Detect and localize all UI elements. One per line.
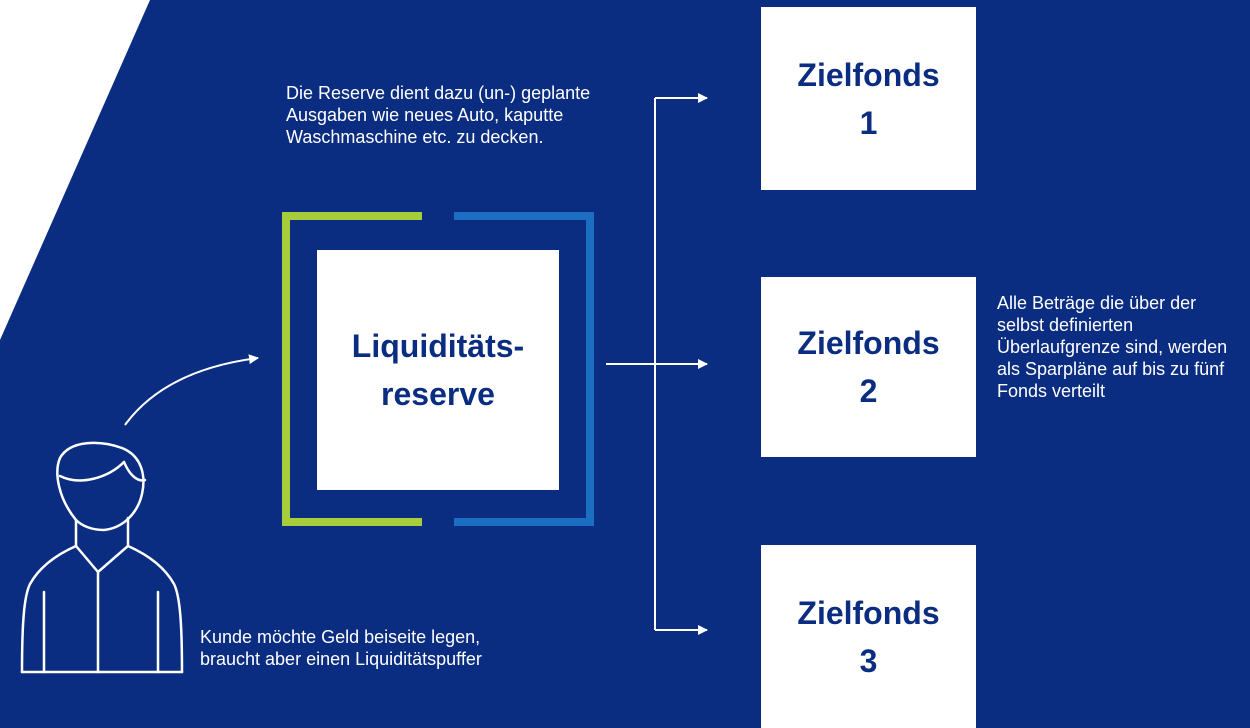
target-fund-3-number: 3 <box>859 642 878 679</box>
target-fund-2-box: Zielfonds 2 <box>761 277 976 457</box>
blue-bracket <box>454 212 594 526</box>
target-fund-3-label: Zielfonds <box>797 594 940 631</box>
target-fund-2-label: Zielfonds <box>797 325 940 361</box>
target-fund-3-box: Zielfonds 3 <box>761 545 976 728</box>
reserve-label-line2: reserve <box>381 376 495 412</box>
target-fund-1-box: Zielfonds 1 <box>761 7 976 190</box>
target-fund-1-number: 1 <box>859 104 878 141</box>
overflow-note: Alle Beträge die über der selbst definie… <box>997 293 1228 401</box>
person-outline-icon <box>20 441 184 674</box>
reserve-label-line1: Liquiditäts- <box>351 328 525 364</box>
green-bracket <box>282 212 422 526</box>
target-fund-1-label: Zielfonds <box>797 56 940 93</box>
customer-arrow <box>124 354 259 426</box>
customer-description: Kunde möchte Geld beiseite legen, brauch… <box>200 627 482 669</box>
reserve-description: Die Reserve dient dazu (un-) geplante Au… <box>286 83 591 147</box>
liquidity-reserve-box: Liquiditäts- reserve <box>317 250 559 490</box>
target-fund-2-number: 2 <box>859 373 878 409</box>
